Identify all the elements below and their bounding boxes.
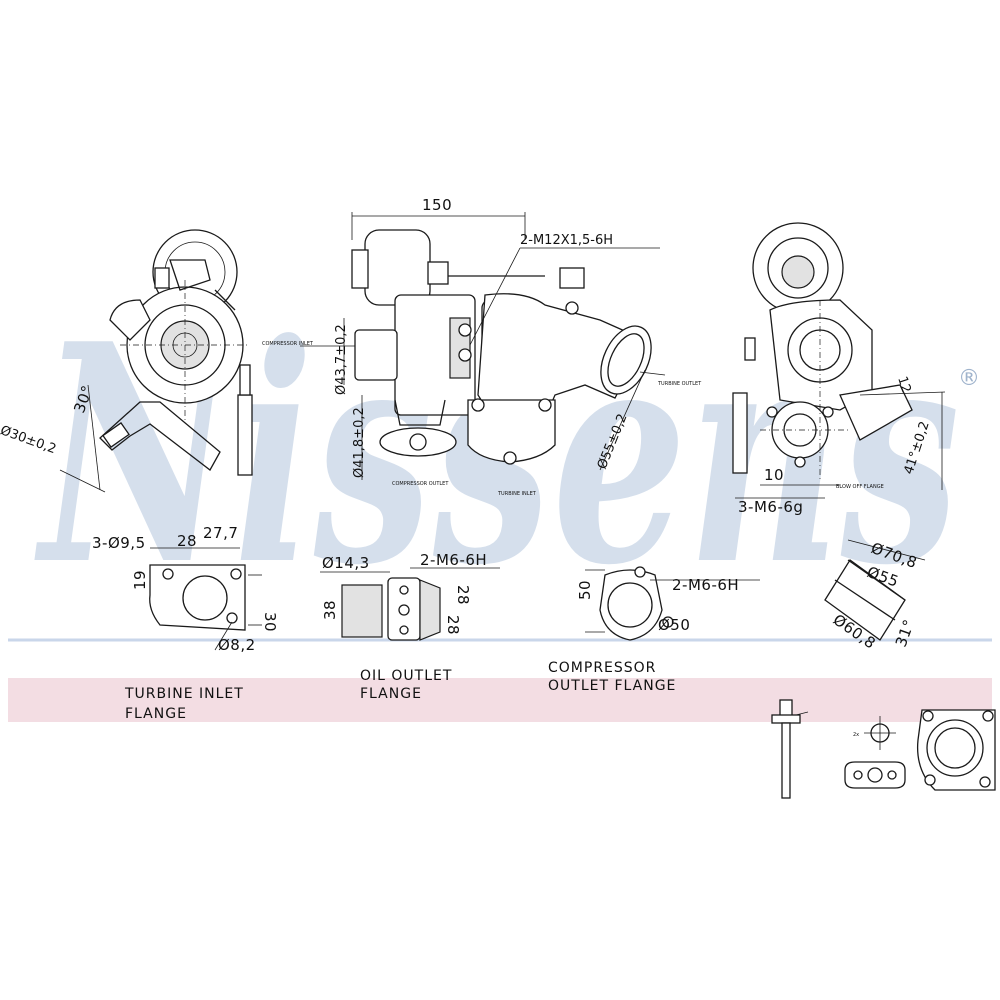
large-gasket bbox=[916, 709, 996, 791]
oof-caption-1: OIL OUTLET bbox=[360, 668, 452, 684]
tif-caption-1: TURBINE INLET bbox=[124, 686, 244, 702]
cof-thread: 2-M6-6H bbox=[672, 576, 739, 594]
oil-outlet-flange: Ø14,3 2-M6-6H 38 28 28 OIL OUTLET FLANGE bbox=[320, 551, 500, 702]
side-dim-10: 10 bbox=[764, 466, 784, 484]
oof-caption-2: FLANGE bbox=[360, 686, 422, 702]
oof-thread: 2-M6-6H bbox=[420, 551, 487, 569]
compressor-inlet-dia-2: Ø41,8±0,2 bbox=[352, 407, 367, 478]
overall-length-dim: 150 bbox=[422, 196, 452, 214]
side-dim-12: 12 bbox=[894, 375, 913, 395]
cof-50: 50 bbox=[576, 580, 594, 600]
tif-caption-2: FLANGE bbox=[125, 706, 187, 722]
label-turbine-inlet: TURBINE INLET bbox=[497, 491, 537, 497]
label-compressor-inlet: COMPRESSOR INLET bbox=[262, 341, 314, 347]
tif-30: 30 bbox=[261, 612, 279, 632]
cof-dia50: Ø50 bbox=[658, 616, 690, 634]
tif-8-2: Ø8,2 bbox=[218, 636, 256, 654]
tif-holes: 3-Ø9,5 bbox=[92, 534, 146, 552]
tif-19: 19 bbox=[131, 570, 149, 590]
tif-27-7: 27,7 bbox=[203, 524, 238, 542]
compressor-inlet-dia: Ø43,7±0,2 bbox=[334, 324, 349, 395]
tif-28: 28 bbox=[177, 532, 197, 550]
bolt-part bbox=[771, 699, 809, 799]
small-gasket bbox=[844, 761, 906, 789]
oil-inlet-thread: 2-M12X1,5-6H bbox=[520, 233, 613, 248]
label-2x: 2x bbox=[853, 732, 859, 738]
cof-caption-1: COMPRESSOR bbox=[548, 660, 656, 676]
compressor-outlet-flange: 50 2-M6-6H Ø50 COMPRESSOR OUTLET FLANGE bbox=[548, 566, 760, 694]
oof-dia: Ø14,3 bbox=[322, 554, 370, 572]
oof-28b: 28 bbox=[444, 615, 462, 635]
turbine-inlet-flange: 3-Ø9,5 28 27,7 19 30 Ø8,2 TURBINE INLET … bbox=[92, 524, 279, 722]
registered-mark: ® bbox=[958, 366, 980, 391]
washer-part: 2x bbox=[853, 716, 896, 750]
label-blow-off: BLOW OFF FLANGE bbox=[836, 484, 884, 490]
side-thread: 3-M6-6g bbox=[738, 498, 803, 516]
highlight-band bbox=[8, 678, 992, 722]
oof-28a: 28 bbox=[454, 585, 472, 605]
cof-caption-2: OUTLET FLANGE bbox=[548, 678, 676, 694]
oof-38: 38 bbox=[321, 600, 339, 620]
label-turbine-outlet: TURBINE OUTLET bbox=[657, 381, 702, 387]
turbo-front-view: 150 2-M12X1,5-6H Ø43,7±0,2 Ø bbox=[262, 196, 702, 497]
label-compressor-outlet: COMPRESSOR OUTLET bbox=[392, 481, 449, 487]
